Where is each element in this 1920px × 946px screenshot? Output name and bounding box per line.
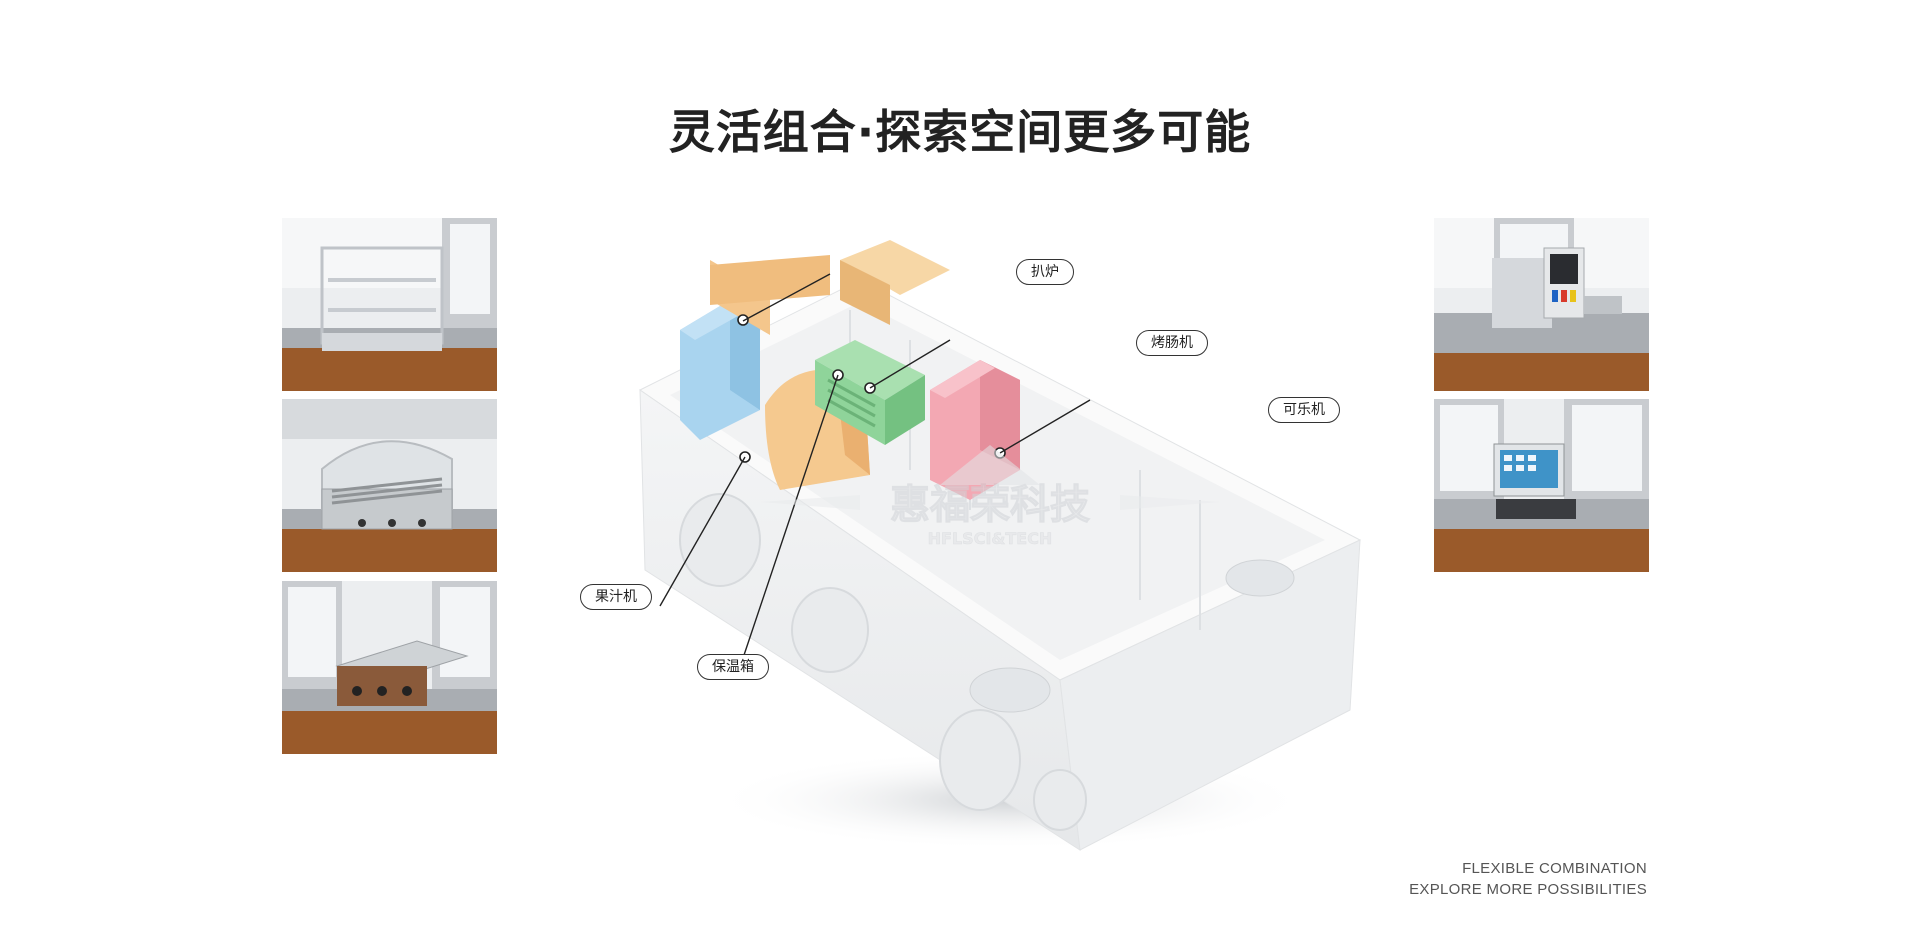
- label-cola-machine[interactable]: 可乐机: [1268, 397, 1340, 423]
- sink-right: [969, 667, 1051, 713]
- griddle-image: [282, 581, 497, 754]
- footer-line-2: EXPLORE MORE POSSIBILITIES: [1409, 881, 1647, 898]
- pos-terminal-image: [1434, 399, 1649, 572]
- cola-dispenser-image: [1434, 218, 1649, 391]
- footer-tagline: FLEXIBLE COMBINATION EXPLORE MORE POSSIB…: [1409, 858, 1647, 900]
- sausage-roller-image: [282, 399, 497, 572]
- sink-left: [1225, 559, 1295, 597]
- equipment-griddle: [710, 240, 950, 335]
- page-title: 灵活组合·探索空间更多可能: [668, 105, 1252, 159]
- equipment-juice-machine: [680, 300, 760, 440]
- food-warmer-display-image: [282, 218, 497, 391]
- thumb-griddle[interactable]: [282, 581, 497, 754]
- label-griddle[interactable]: 扒炉: [1016, 259, 1074, 285]
- label-juice-machine[interactable]: 果汁机: [580, 584, 652, 610]
- dining-cart-render: [580, 240, 1380, 880]
- thumb-food-warmer-display[interactable]: [282, 218, 497, 391]
- label-warmer-box[interactable]: 保温箱: [697, 654, 769, 680]
- thumb-cola-dispenser[interactable]: [1434, 218, 1649, 391]
- thumb-sausage-roller[interactable]: [282, 399, 497, 572]
- cart-wheels: [679, 493, 1087, 831]
- thumb-pos-terminal[interactable]: [1434, 399, 1649, 572]
- footer-line-1: FLEXIBLE COMBINATION: [1462, 860, 1647, 877]
- label-sausage-machine[interactable]: 烤肠机: [1136, 330, 1208, 356]
- leader-lines: [659, 273, 1091, 668]
- equipment-sausage-machine: [815, 340, 925, 445]
